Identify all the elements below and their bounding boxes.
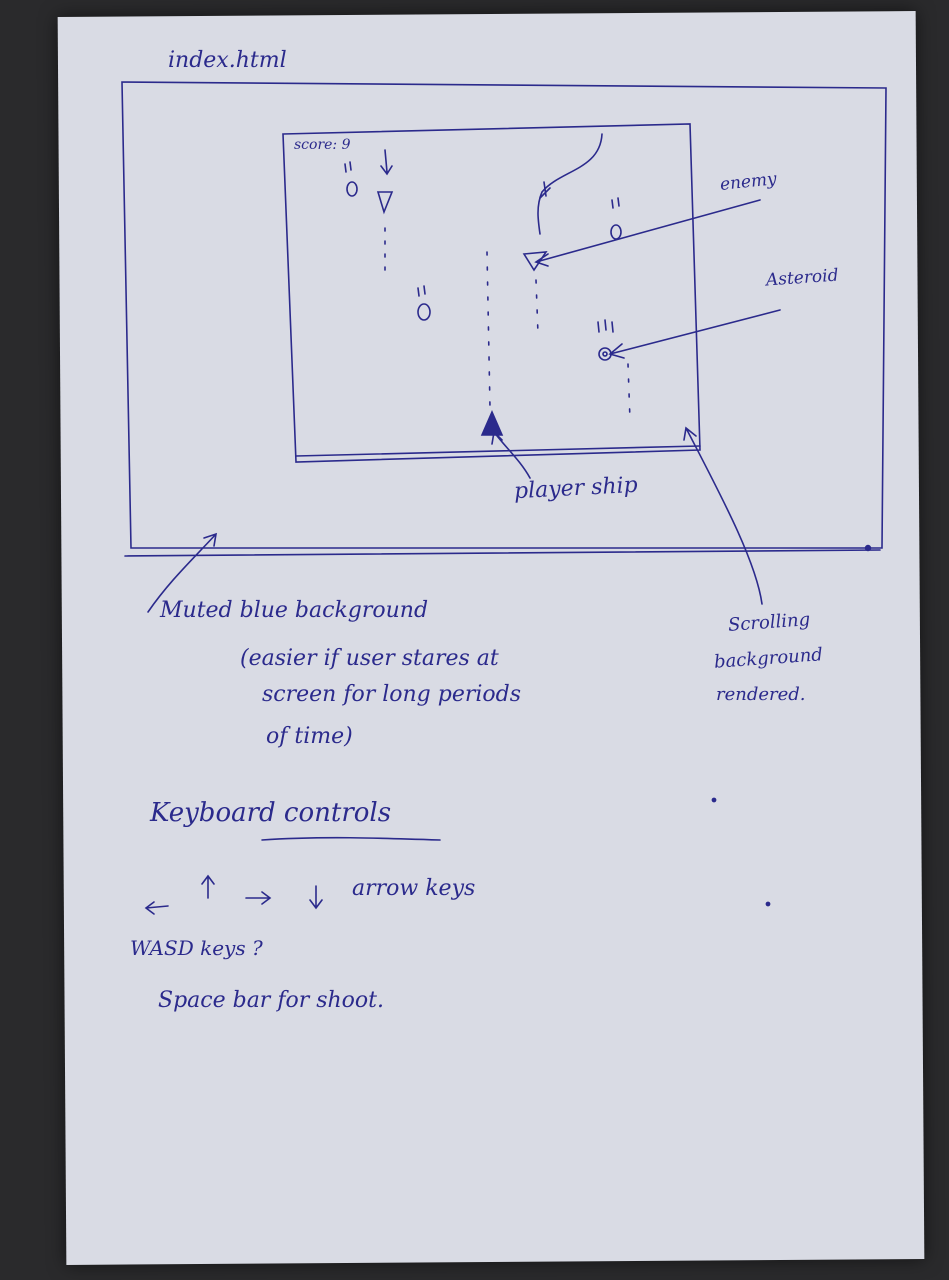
- enemy-pointer-arrow: [534, 199, 761, 267]
- background-note-line-2: (easier if user stares at: [240, 646, 499, 671]
- file-title: index.html: [168, 48, 287, 73]
- enemy-ship-2: [522, 251, 548, 272]
- asteroid-pointer-arrow: [608, 309, 781, 359]
- asteroid-3: [610, 224, 622, 240]
- heading-underline: [261, 836, 441, 841]
- score-label: score: 9: [294, 137, 351, 153]
- down-arrow-key-icon: [309, 885, 323, 910]
- player-pointer-arrow: [491, 430, 531, 479]
- canvas-pointer-arrow: [683, 426, 763, 605]
- player-ship: [480, 409, 504, 436]
- right-arrow-key-icon: [245, 891, 272, 905]
- enemy-ship-1: [376, 191, 394, 215]
- background-note-line-3: screen for long periods: [262, 682, 522, 707]
- arrow-keys-label: arrow keys: [352, 876, 476, 901]
- background-note-line-4: of time): [266, 724, 353, 749]
- space-bar-label: Space bar for shoot.: [158, 988, 384, 1013]
- wasd-keys-label: WASD keys ?: [130, 936, 263, 960]
- background-pointer-arrow: [147, 532, 218, 613]
- left-arrow-key-icon: [144, 901, 169, 915]
- asteroid-label: Asteroid: [765, 265, 840, 291]
- background-note-line-1: Muted blue background: [160, 598, 429, 623]
- asteroid-2: [417, 303, 431, 321]
- outer-page-frame: [121, 81, 887, 549]
- baseline-line: [124, 549, 881, 557]
- asteroid-1: [346, 181, 358, 197]
- game-canvas-frame: [282, 123, 701, 463]
- scroll-note-line-3: rendered.: [716, 684, 806, 705]
- controls-heading: Keyboard controls: [150, 798, 392, 828]
- up-arrow-key-icon: [201, 874, 215, 899]
